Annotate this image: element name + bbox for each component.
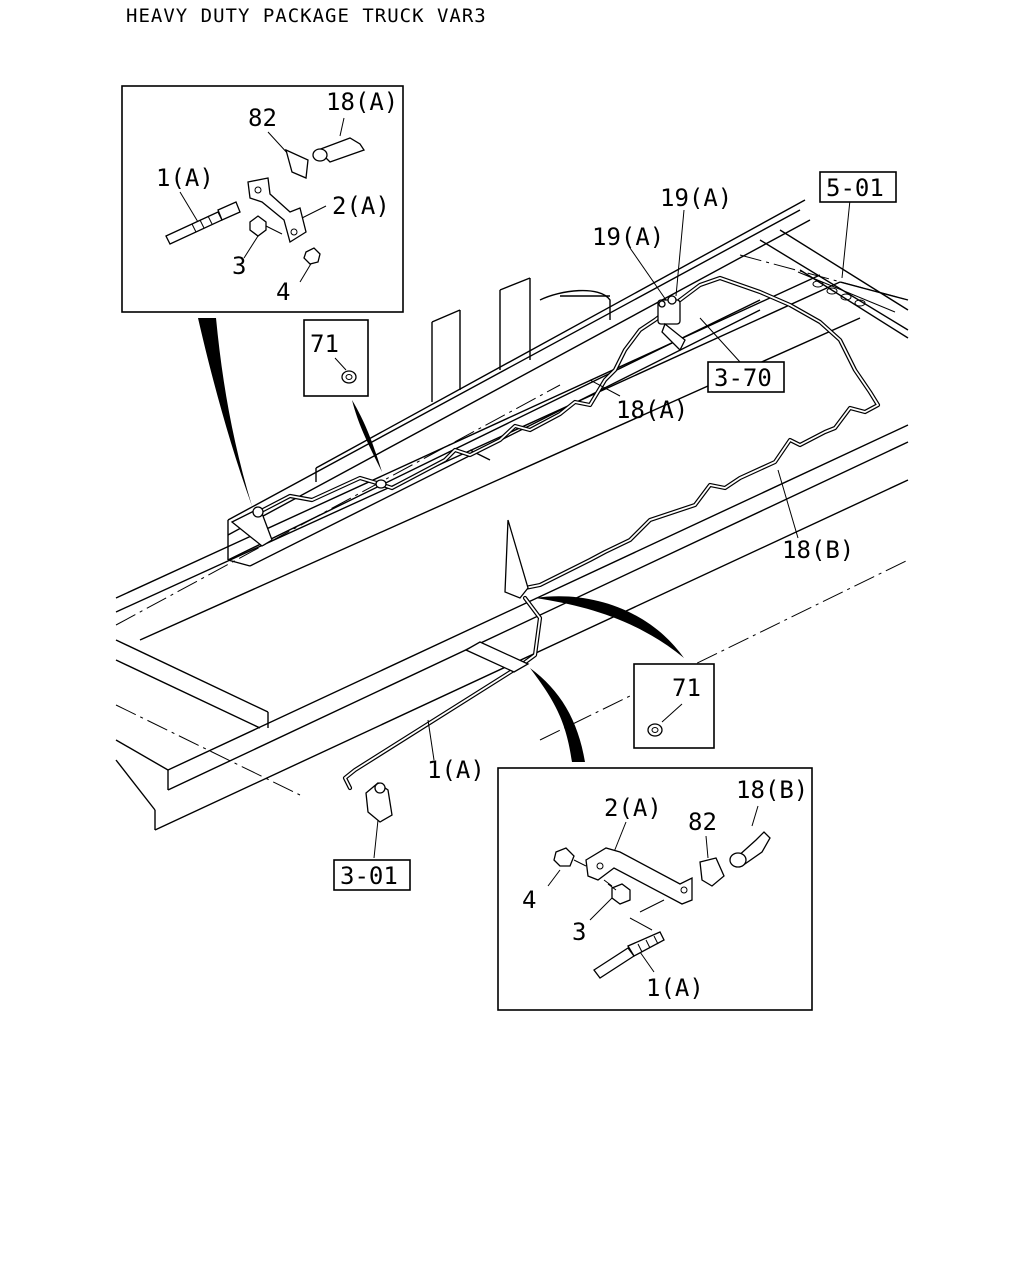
label-71-lower: 71 [672,674,701,702]
detail2-bolt-3 [611,883,631,905]
detail1-label-1a: 1(A) [156,164,214,192]
clip-71-upper [375,479,387,489]
leader-sweep-71-lower [535,596,684,658]
detail2-label-2a: 2(A) [604,794,662,822]
leader-3-70 [699,317,741,363]
leader-18a-main [589,379,621,397]
leader-3-01 [373,819,379,859]
ref-box-3-01: 3-01 [333,859,411,891]
leader-19a-lower [629,247,667,301]
detail1-label-18a: 18(A) [326,88,398,116]
leader-19a-upper [675,209,685,297]
ref-box-3-70: 3-70 [707,361,785,393]
detail1-clip-82 [285,148,309,179]
leader-sweep-lower-detail [530,668,585,762]
label-19a-upper: 19(A) [660,184,732,212]
detail2-bracket-2a [585,847,693,905]
detail2-label-4: 4 [522,886,536,914]
mount-bracket-left [230,506,273,547]
detail2-clip-82 [699,857,725,887]
detail1-pipe-end-18a [316,137,366,163]
ref-box-5-01: 5-01 [819,171,897,203]
label-18b-main: 18(B) [782,536,854,564]
detail-box-upper-left: 18(A) 82 1(A) 2(A) 3 4 [121,85,404,313]
leader-sweep-71-upper [352,400,382,472]
detail-box-71-upper: 71 [303,319,369,397]
detail1-bolt-3 [249,215,267,237]
detail1-bracket-2a [247,177,307,244]
brake-pipe-18a [237,275,881,591]
diagram-title: HEAVY DUTY PACKAGE TRUCK VAR3 [126,5,487,27]
detail1-nut-4 [303,247,321,265]
clip-71-lower-detail [647,723,663,737]
detail1-label-2a: 2(A) [332,192,390,220]
label-18a-main: 18(A) [616,396,688,424]
detail2-label-18b: 18(B) [736,776,808,804]
detail1-label-4: 4 [276,278,290,306]
label-5-01: 5-01 [826,174,884,202]
detail-box-71-lower: 71 [633,663,715,749]
detail1-label-3: 3 [232,252,246,280]
connector-3-01-part [365,782,393,823]
label-3-01: 3-01 [340,862,398,890]
leader-sweep-upper-detail [198,318,252,506]
detail2-nut-4 [553,847,575,867]
leader-5-01 [841,199,851,279]
leader-1a-main [427,719,435,761]
label-19a-lower: 19(A) [592,223,664,251]
leader-18b-main [777,469,799,539]
detail2-label-82: 82 [688,808,717,836]
brake-hose-1a [342,519,543,791]
detail-box-lower-right: 2(A) 82 18(B) 4 3 1(A) [497,767,813,1011]
label-71-upper: 71 [310,330,339,358]
detail2-label-1a: 1(A) [646,974,704,1002]
label-3-70: 3-70 [714,364,772,392]
clip-71-upper-detail [341,370,357,384]
label-1a-main: 1(A) [427,756,485,784]
junction-fitting-19a [657,295,686,352]
detail1-label-82: 82 [248,104,277,132]
detail2-label-3: 3 [572,918,586,946]
